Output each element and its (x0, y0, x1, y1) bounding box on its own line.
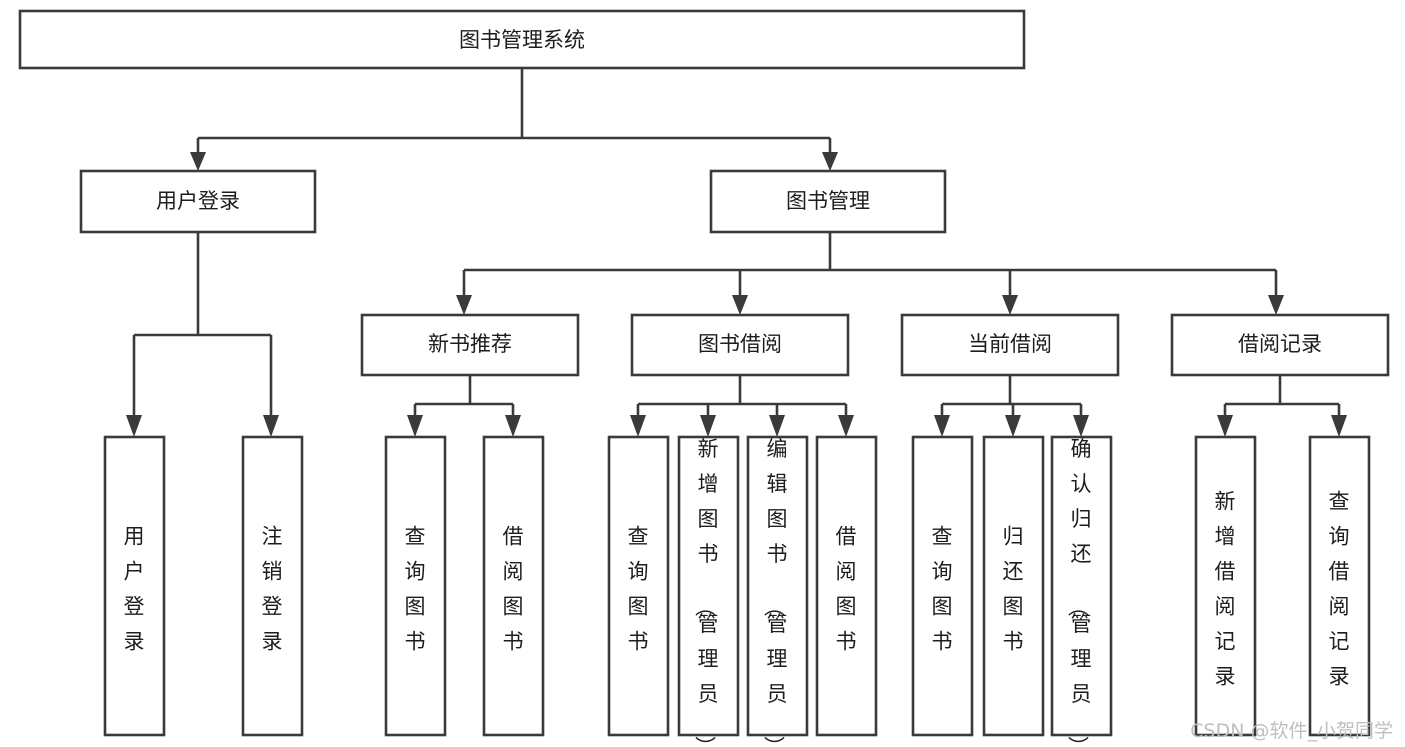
node-user-login[interactable]: 用户登录 (79, 169, 317, 234)
node-leaf-user-login[interactable]: 用户登录 (103, 435, 166, 737)
node-leaf-user-logout-label: 注销登录 (262, 524, 283, 653)
node-book-management-box[interactable] (709, 169, 947, 234)
node-leaf-borrow-borrow-book-box[interactable] (815, 435, 878, 737)
node-leaf-record-query-box[interactable] (1308, 435, 1371, 737)
node-leaf-record-add-box[interactable] (1194, 435, 1257, 737)
node-leaf-current-query-book[interactable]: 查询图书 (911, 435, 974, 737)
node-leaf-current-return-book[interactable]: 归还图书 (982, 435, 1045, 737)
node-leaf-user-login-label: 用户登录 (124, 524, 145, 653)
node-leaf-recommend-query-book[interactable]: 查询图书 (384, 435, 447, 737)
arrow-head-new-book-recommend (456, 295, 472, 315)
node-leaf-borrow-query-book-box[interactable] (607, 435, 670, 737)
arrow-head-book-borrow (732, 295, 748, 315)
node-leaf-borrow-query-book[interactable]: 查询图书 (607, 435, 670, 737)
node-new-book-recommend[interactable]: 新书推荐 (360, 313, 580, 377)
node-leaf-recommend-borrow-book-label: 借阅图书 (503, 524, 524, 653)
node-leaf-current-return-book-box[interactable] (982, 435, 1045, 737)
arrow-head-leaf-user-login (126, 415, 142, 437)
arrow-head-borrow-query-book (630, 415, 646, 437)
node-borrow-record[interactable]: 借阅记录 (1170, 313, 1390, 377)
node-leaf-recommend-query-book-label: 查询图书 (405, 524, 426, 653)
node-borrow-record-box[interactable] (1170, 313, 1390, 377)
node-new-book-recommend-box[interactable] (360, 313, 580, 377)
node-leaf-borrow-edit-book-label: 编辑图书（管理员） (762, 437, 788, 747)
arrow-head-current-query-book (934, 415, 950, 437)
node-leaf-user-login-box[interactable] (103, 435, 166, 737)
node-root-label: 图书管理系统 (459, 28, 585, 52)
connector-layer (126, 68, 1347, 437)
arrow-head-current-borrow (1002, 295, 1018, 315)
arrow-head-borrow-add-book (700, 415, 716, 437)
node-leaf-borrow-edit-book-box[interactable] (746, 435, 809, 737)
node-leaf-borrow-borrow-book-label: 借阅图书 (836, 524, 857, 653)
node-current-borrow-label: 当前借阅 (968, 332, 1052, 356)
node-book-management[interactable]: 图书管理 (709, 169, 947, 234)
node-leaf-borrow-add-book-label: 新增图书（管理员） (693, 437, 719, 747)
arrow-head-leaf-user-logout (263, 415, 279, 437)
node-root-box[interactable] (18, 9, 1026, 70)
arrow-head-borrow-borrow-book (838, 415, 854, 437)
node-root[interactable]: 图书管理系统 (18, 9, 1026, 70)
node-book-borrow[interactable]: 图书借阅 (630, 313, 850, 377)
node-leaf-current-confirm-return[interactable]: 确认归还（管理员） (1050, 435, 1113, 747)
node-leaf-current-confirm-return-label: 确认归还（管理员） (1066, 437, 1092, 747)
node-leaf-recommend-query-book-box[interactable] (384, 435, 447, 737)
node-book-borrow-label: 图书借阅 (698, 332, 782, 356)
arrow-head-record-query (1331, 415, 1347, 437)
arrow-head-borrow-edit-book (769, 415, 785, 437)
arrow-head-record-add (1217, 415, 1233, 437)
node-leaf-record-add-label: 新增借阅记录 (1215, 489, 1236, 688)
node-leaf-borrow-borrow-book[interactable]: 借阅图书 (815, 435, 878, 737)
node-leaf-borrow-add-book-box[interactable] (677, 435, 740, 737)
leaf-nodes-layer: 用户登录 注销登录 查询图书 借阅图书 查询图书 新增图书（管理员） (103, 435, 1371, 747)
node-leaf-current-confirm-return-box[interactable] (1050, 435, 1113, 737)
arrow-head-user-login (190, 152, 206, 171)
arrow-head-book-management (822, 152, 838, 171)
arrow-head-current-confirm-return (1073, 415, 1089, 437)
arrow-head-borrow-record (1268, 295, 1284, 315)
node-leaf-recommend-borrow-book[interactable]: 借阅图书 (482, 435, 545, 737)
node-leaf-record-query[interactable]: 查询借阅记录 (1308, 435, 1371, 737)
node-borrow-record-label: 借阅记录 (1238, 332, 1322, 356)
node-user-login-label: 用户登录 (156, 189, 240, 213)
node-leaf-user-logout-box[interactable] (241, 435, 304, 737)
node-book-borrow-box[interactable] (630, 313, 850, 377)
arrow-head-recommend-borrow-book (505, 415, 521, 437)
node-leaf-record-add[interactable]: 新增借阅记录 (1194, 435, 1257, 737)
node-current-borrow[interactable]: 当前借阅 (900, 313, 1120, 377)
arrow-head-recommend-query-book (407, 415, 423, 437)
node-leaf-current-query-book-box[interactable] (911, 435, 974, 737)
node-leaf-borrow-query-book-label: 查询图书 (628, 524, 649, 653)
node-leaf-user-logout[interactable]: 注销登录 (241, 435, 304, 737)
node-leaf-recommend-borrow-book-box[interactable] (482, 435, 545, 737)
csdn-watermark: CSDN @软件_小贺同学 (1190, 720, 1393, 742)
node-leaf-current-query-book-label: 查询图书 (932, 524, 953, 653)
node-current-borrow-box[interactable] (900, 313, 1120, 377)
node-book-management-label: 图书管理 (786, 189, 870, 213)
arrow-head-current-return-book (1005, 415, 1021, 437)
node-leaf-record-query-label: 查询借阅记录 (1329, 489, 1350, 688)
node-user-login-box[interactable] (79, 169, 317, 234)
node-new-book-recommend-label: 新书推荐 (428, 332, 512, 356)
node-leaf-borrow-add-book[interactable]: 新增图书（管理员） (677, 435, 740, 747)
node-leaf-borrow-edit-book[interactable]: 编辑图书（管理员） (746, 435, 809, 747)
node-leaf-current-return-book-label: 归还图书 (1003, 524, 1024, 653)
